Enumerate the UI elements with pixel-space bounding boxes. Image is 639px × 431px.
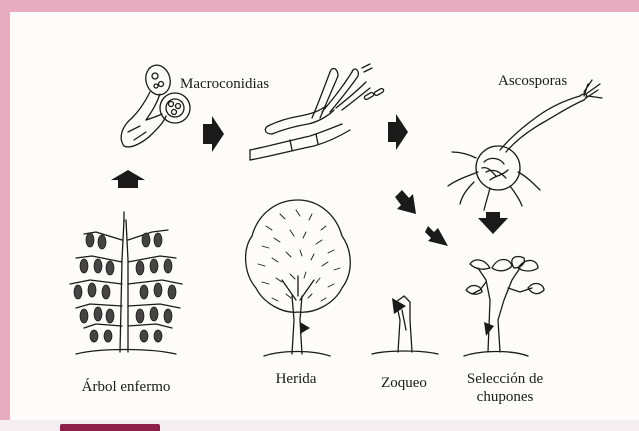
label-seleccion-line2: chupones	[477, 389, 534, 405]
label-herida: Herida	[276, 371, 317, 387]
arrow-diagonal-2	[425, 226, 448, 246]
hypha-illustration	[250, 64, 384, 160]
arrow-right-1	[203, 116, 224, 152]
sprouts-illustration	[464, 256, 544, 356]
wound-marker-arrow	[300, 322, 310, 334]
arrow-diagonal-1	[395, 190, 416, 214]
label-arbol-enfermo: Árbol enfermo	[82, 378, 171, 395]
diseased-tree-illustration	[70, 212, 182, 354]
wounded-tree-illustration	[246, 200, 351, 356]
label-zoqueo: Zoqueo	[381, 375, 427, 391]
label-seleccion-line1: Selección de	[467, 371, 544, 387]
label-macroconidias: Macroconidias	[180, 76, 269, 92]
label-ascosporas: Ascosporas	[498, 73, 567, 89]
ascospore-illustration	[448, 80, 602, 210]
arrow-right-2	[388, 114, 408, 150]
arrow-down	[478, 212, 508, 234]
wounded-tree-foliage	[258, 210, 340, 301]
stump-illustration	[372, 296, 438, 354]
arrow-up	[111, 170, 145, 188]
